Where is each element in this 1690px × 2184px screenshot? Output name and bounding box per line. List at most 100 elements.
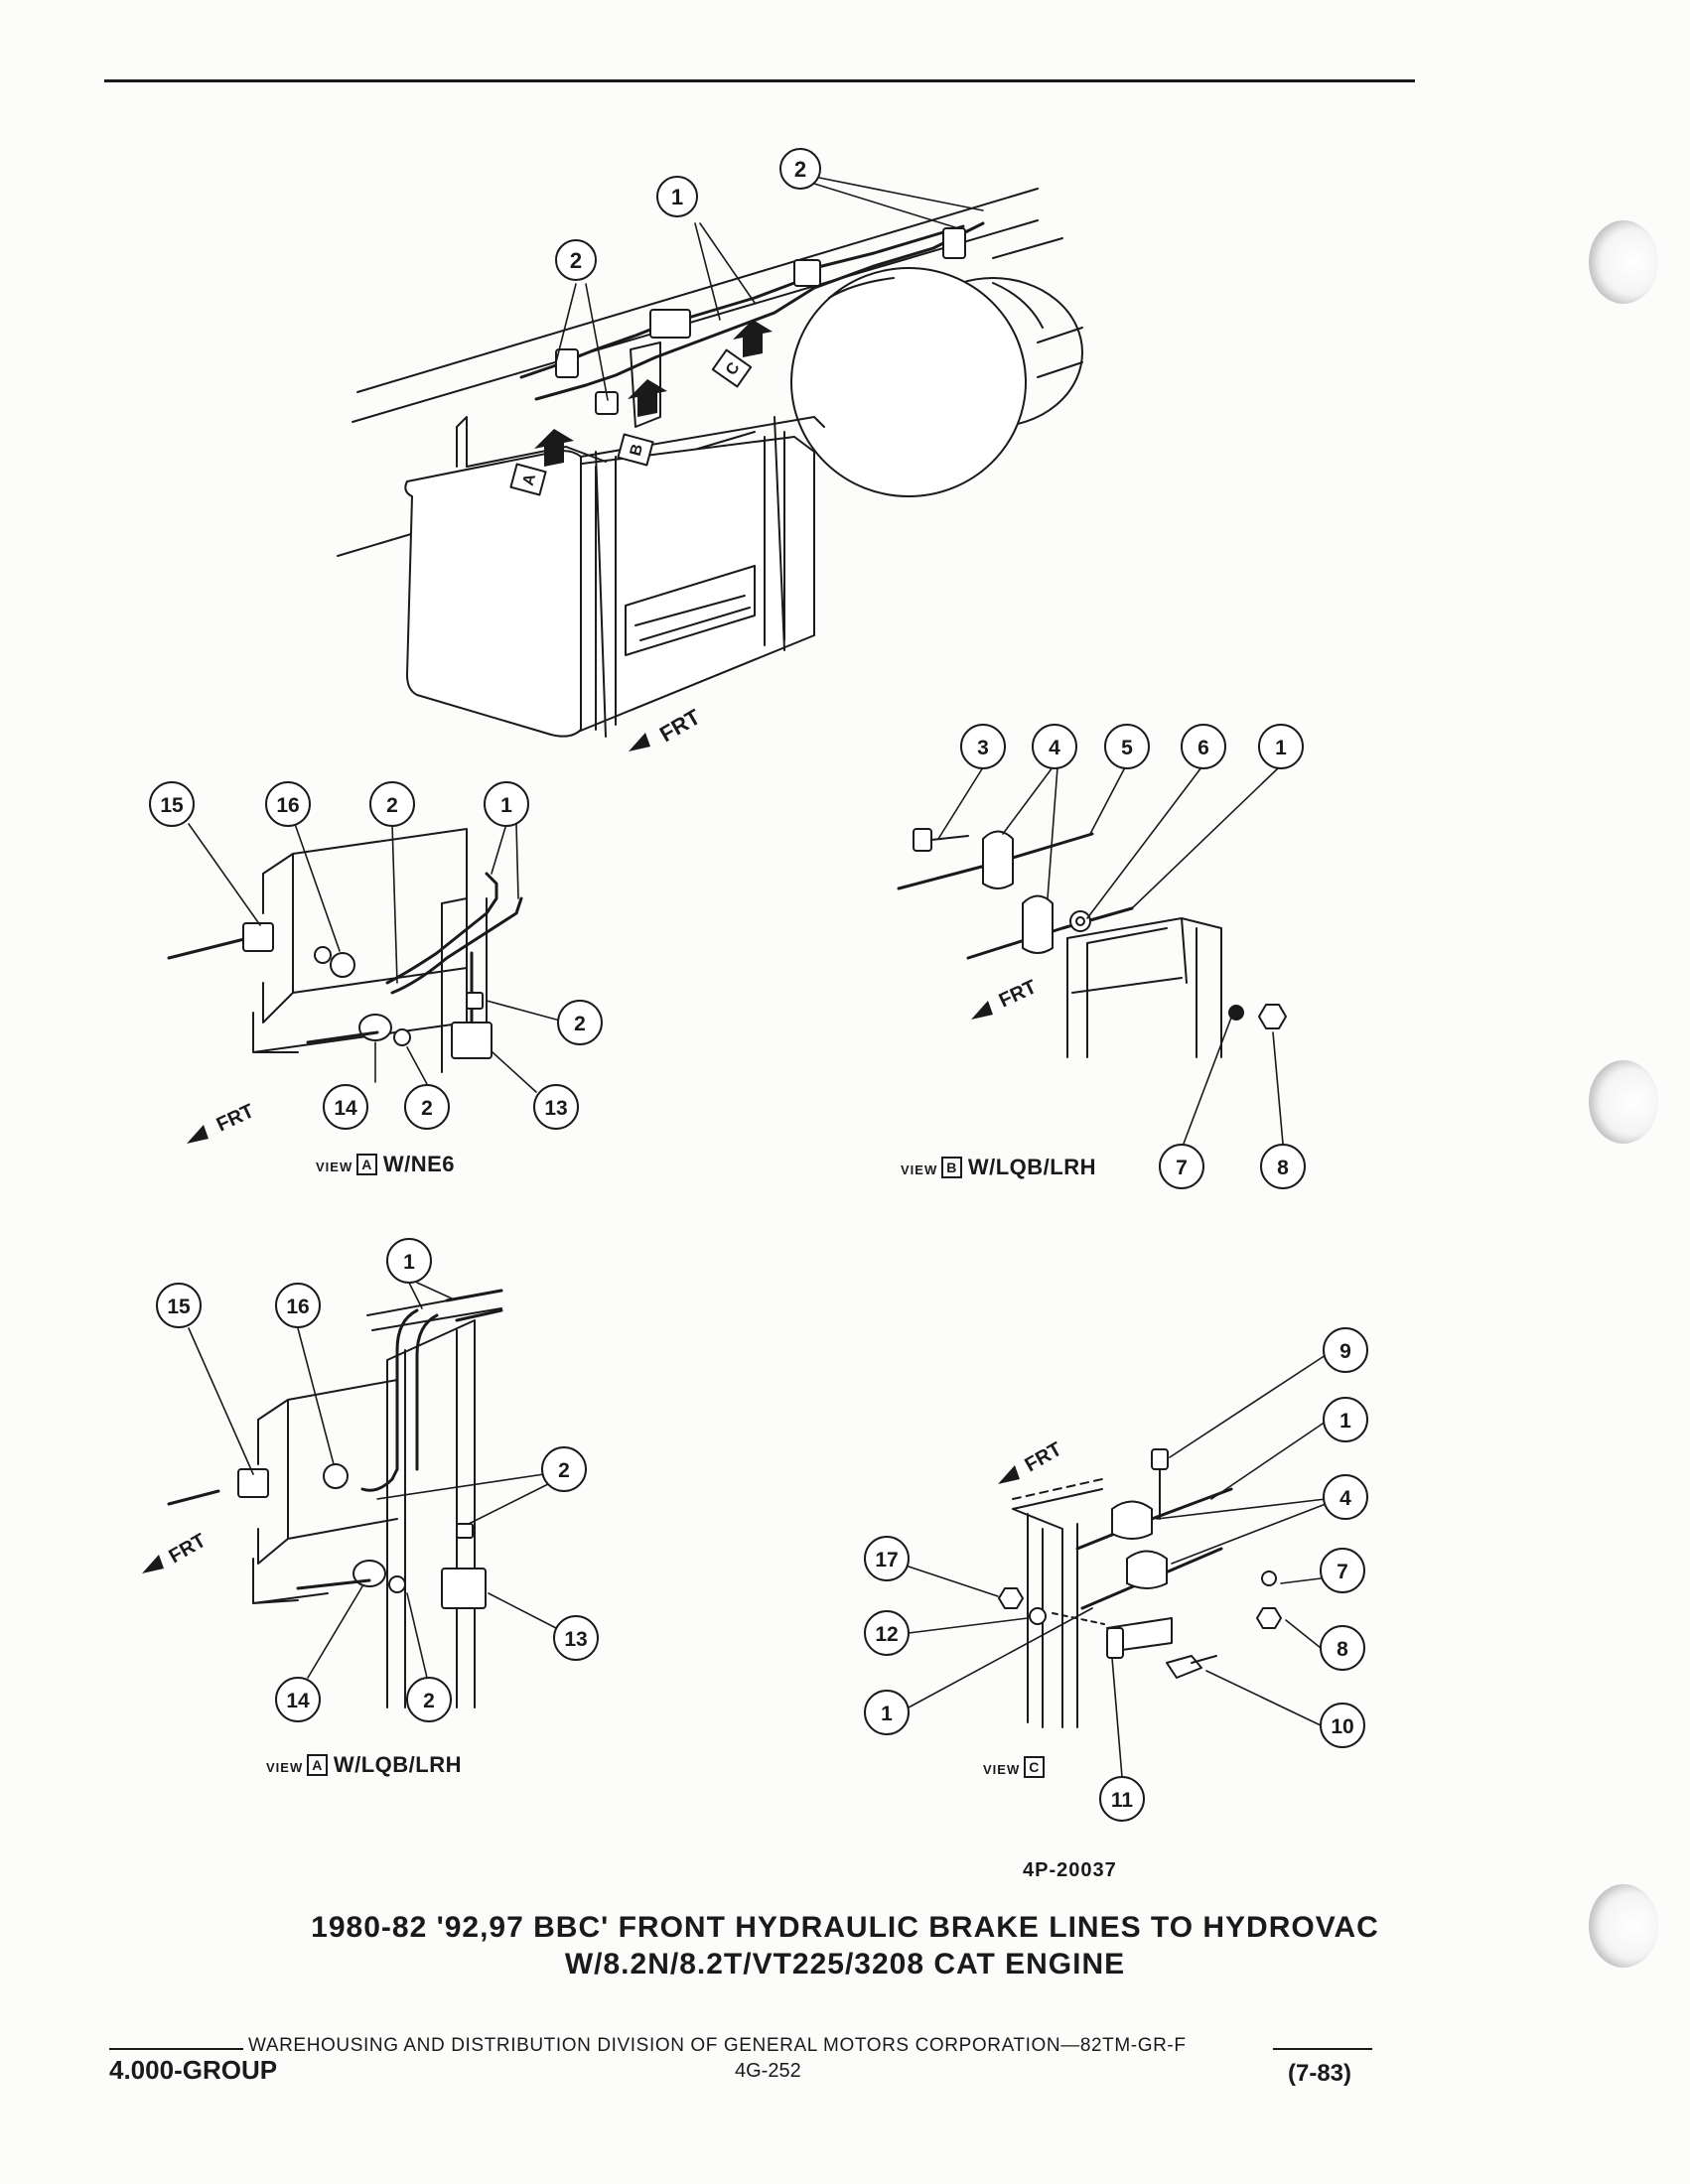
- svg-text:FRT: FRT: [655, 704, 705, 747]
- binder-hole-bottom: [1589, 1884, 1658, 1968]
- callout-5: 5: [1104, 724, 1150, 769]
- svg-text:3: 3: [977, 737, 989, 759]
- svg-text:15: 15: [167, 1296, 191, 1318]
- svg-text:2: 2: [570, 248, 582, 273]
- main-leaders: [555, 176, 984, 401]
- figure-title-line-1: 1980-82 '92,97 BBC' FRONT HYDRAULIC BRAK…: [311, 1911, 1379, 1944]
- svg-text:2: 2: [574, 1013, 586, 1035]
- frame-bracket: [441, 883, 488, 1073]
- top-rule: [104, 79, 1415, 82]
- view-a-ne6-leaders: [188, 823, 561, 1093]
- svg-text:FRT: FRT: [166, 1530, 211, 1568]
- svg-text:1: 1: [881, 1703, 893, 1725]
- junction-block: [451, 1022, 493, 1059]
- callout-16: 16: [265, 781, 311, 827]
- callout-1: 1: [386, 1238, 432, 1284]
- view-b-leaders: [937, 766, 1284, 1145]
- callouts-view-b: 3 4 5 6 1 7 8: [960, 724, 1306, 1189]
- callout-2: 2: [404, 1084, 450, 1130]
- front-arrow-view-c: FRT: [998, 1438, 1065, 1484]
- nut: [323, 1463, 349, 1489]
- svg-text:16: 16: [286, 1296, 309, 1318]
- svg-text:10: 10: [1331, 1715, 1353, 1738]
- view-c-drawing: FRT 9 1 4 7 8 10 17 12 1 11: [864, 1327, 1368, 1822]
- bolt: [1151, 1448, 1169, 1470]
- front-arrow-view-a-ne6: FRT: [187, 1100, 257, 1144]
- hydrovac: [790, 267, 1083, 497]
- callout-12: 12: [864, 1610, 910, 1656]
- main-isometric-view: A B C FRT: [337, 148, 1083, 751]
- svg-text:2: 2: [794, 157, 806, 182]
- clip: [358, 1014, 392, 1041]
- svg-text:11: 11: [1111, 1789, 1134, 1812]
- tee-fitting: [237, 1468, 269, 1498]
- footer-rule-right: [1273, 2048, 1372, 2050]
- footer-group: 4.000-GROUP: [109, 2055, 278, 2085]
- frame-channel: [252, 828, 468, 1053]
- brake-line: [360, 1467, 399, 1492]
- callouts-view-a-lqb: 15 16 1 2 13 14 2: [156, 1238, 599, 1722]
- brake-line-lower: [966, 906, 1134, 960]
- brake-line-upper: [1075, 1487, 1233, 1551]
- svg-text:A: A: [520, 472, 540, 487]
- callout-6: 6: [1181, 724, 1226, 769]
- frame-rail: [1012, 1488, 1103, 1728]
- clamp-upper: [982, 830, 1014, 889]
- nut: [330, 952, 355, 978]
- callout-2: 2: [779, 148, 821, 190]
- svg-text:15: 15: [160, 794, 184, 817]
- svg-text:9: 9: [1339, 1340, 1351, 1363]
- svg-text:14: 14: [286, 1690, 310, 1712]
- view-marker-a: A: [509, 463, 547, 496]
- callout-15: 15: [156, 1283, 202, 1328]
- figure-title-line-2: W/8.2N/8.2T/VT225/3208 CAT ENGINE: [564, 1948, 1126, 1980]
- nut-left: [998, 1587, 1024, 1609]
- svg-text:8: 8: [1337, 1638, 1348, 1661]
- callout-2: 2: [555, 239, 597, 281]
- callout-1: 1: [656, 176, 698, 217]
- view-a-lqb-leaders: [188, 1282, 557, 1679]
- fitting: [456, 1523, 474, 1539]
- binder-hole-middle: [1589, 1060, 1658, 1144]
- svg-text:FRT: FRT: [996, 976, 1041, 1012]
- callout-1: 1: [864, 1690, 910, 1735]
- frame-bracket: [386, 1319, 476, 1708]
- spacer: [1069, 910, 1091, 932]
- footer-date: (7-83): [1288, 2060, 1352, 2087]
- front-arrow-view-b: FRT: [971, 976, 1040, 1020]
- svg-text:16: 16: [276, 794, 299, 817]
- bolt: [913, 828, 932, 852]
- bolt-lower: [1166, 1655, 1217, 1679]
- callouts-view-a-ne6: 15 16 2 1 2 13 14 2: [149, 781, 603, 1130]
- callout-10: 10: [1320, 1703, 1365, 1748]
- svg-text:4: 4: [1339, 1487, 1351, 1510]
- svg-text:2: 2: [423, 1690, 435, 1712]
- nut: [1256, 1607, 1282, 1629]
- washer: [1261, 1570, 1277, 1586]
- mounting-bracket: [630, 341, 661, 428]
- view-marker-c: C: [711, 348, 753, 388]
- svg-text:1: 1: [403, 1251, 415, 1274]
- callout-7: 7: [1159, 1144, 1204, 1189]
- callout-2: 2: [406, 1677, 452, 1722]
- figure-number: 4P-20037: [1023, 1859, 1117, 1881]
- callout-4: 4: [1323, 1474, 1368, 1520]
- tank-straps: [595, 416, 785, 738]
- svg-text:5: 5: [1121, 737, 1133, 759]
- callout-13: 13: [553, 1615, 599, 1661]
- callout-1: 1: [1323, 1397, 1368, 1442]
- callout-1: 1: [484, 781, 529, 827]
- svg-text:13: 13: [544, 1097, 567, 1120]
- clamp-lower: [1126, 1550, 1168, 1589]
- callout-4: 4: [1032, 724, 1077, 769]
- view-arrows: [534, 320, 773, 467]
- svg-text:1: 1: [671, 185, 683, 209]
- front-arrow-main: FRT: [629, 704, 705, 751]
- junction-block: [441, 1568, 487, 1609]
- lockwasher: [1029, 1607, 1047, 1625]
- callout-11: 11: [1099, 1776, 1145, 1822]
